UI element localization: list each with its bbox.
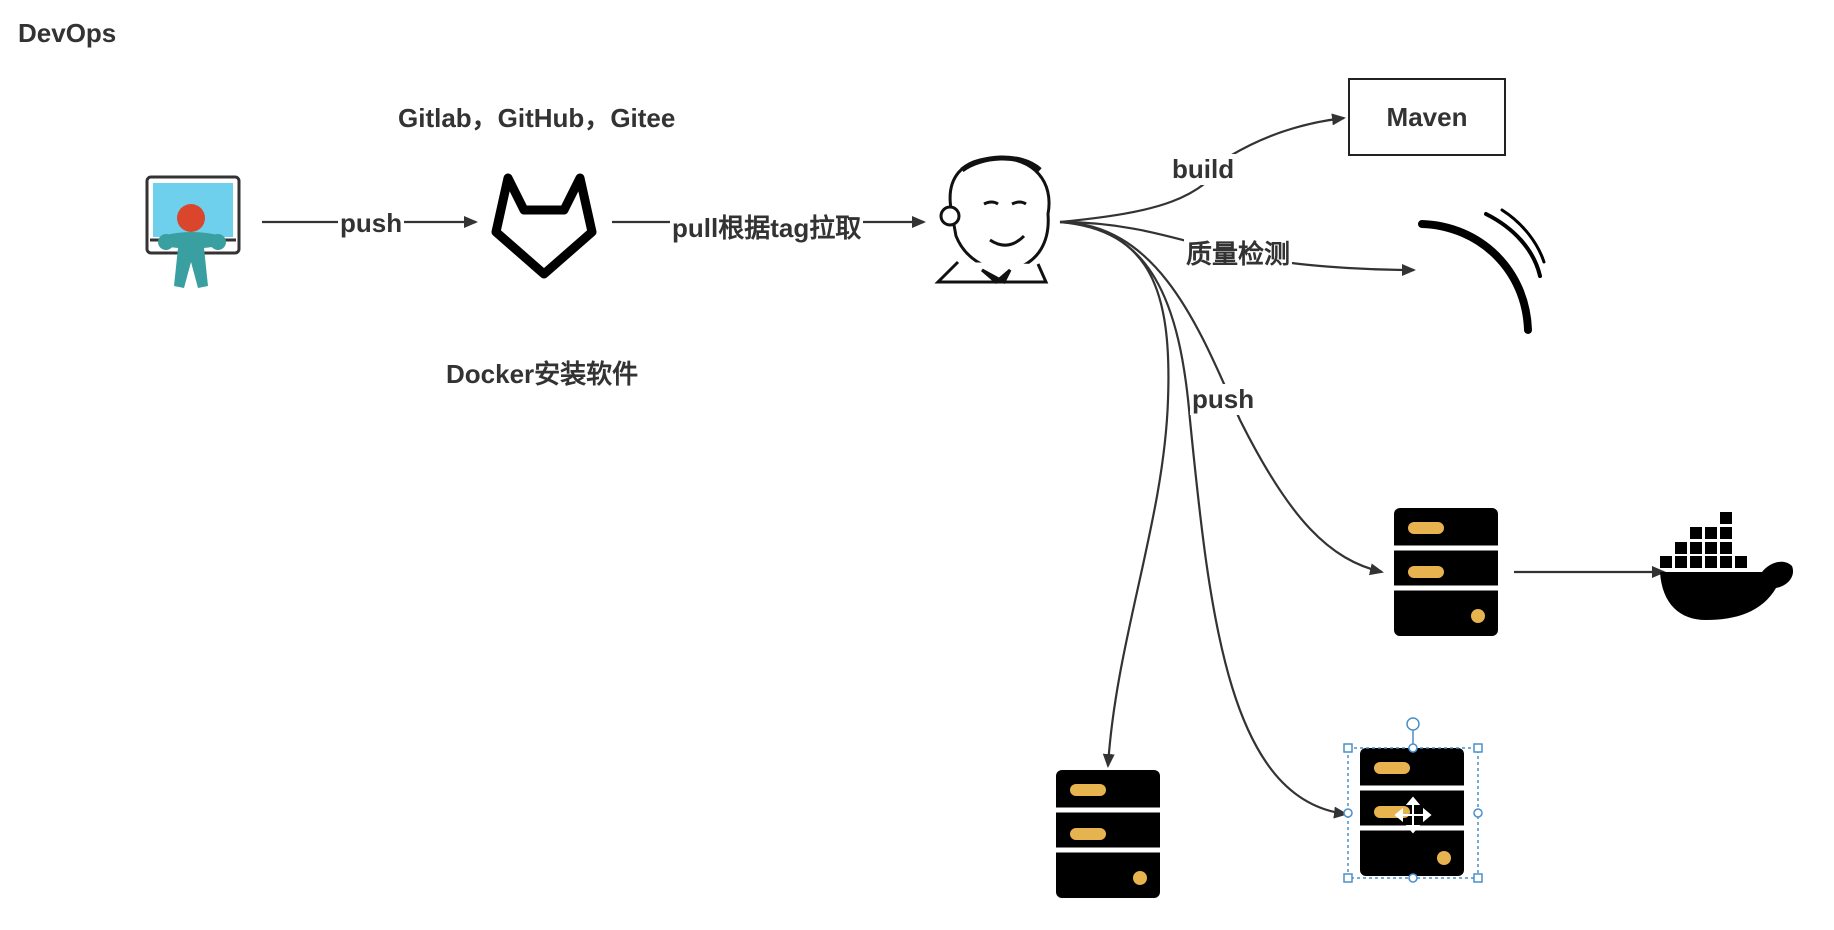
maven-node[interactable]: Maven [1348,78,1506,156]
page-title: DevOps [18,18,117,48]
docker-whale-icon[interactable] [1660,512,1794,620]
move-cursor-icon [1394,796,1432,834]
selection-handles[interactable] [1343,717,1483,883]
repos-label: Gitlab，GitHub，Gitee [398,103,676,133]
server-icon-1[interactable] [1394,508,1498,636]
developer-computer-icon[interactable] [145,175,241,288]
maven-label: Maven [1386,101,1468,132]
server-icon-2[interactable] [1056,770,1160,898]
sonarqube-icon[interactable] [1418,208,1546,334]
edge-push-server3[interactable] [1059,220,1348,819]
gitlab-icon[interactable] [491,173,597,279]
edge-label-push-servers: push [1190,384,1257,415]
edge-label-quality: 质量检测 [1184,234,1293,271]
edge-label-build: build [1170,154,1237,185]
edge-label-pull: pull根据tag拉取 [670,208,864,245]
jenkins-icon[interactable] [934,155,1051,285]
edge-label-push: push [338,208,405,239]
edge-push-server2[interactable] [1059,220,1170,768]
docker-note: Docker安装软件 [446,359,639,389]
